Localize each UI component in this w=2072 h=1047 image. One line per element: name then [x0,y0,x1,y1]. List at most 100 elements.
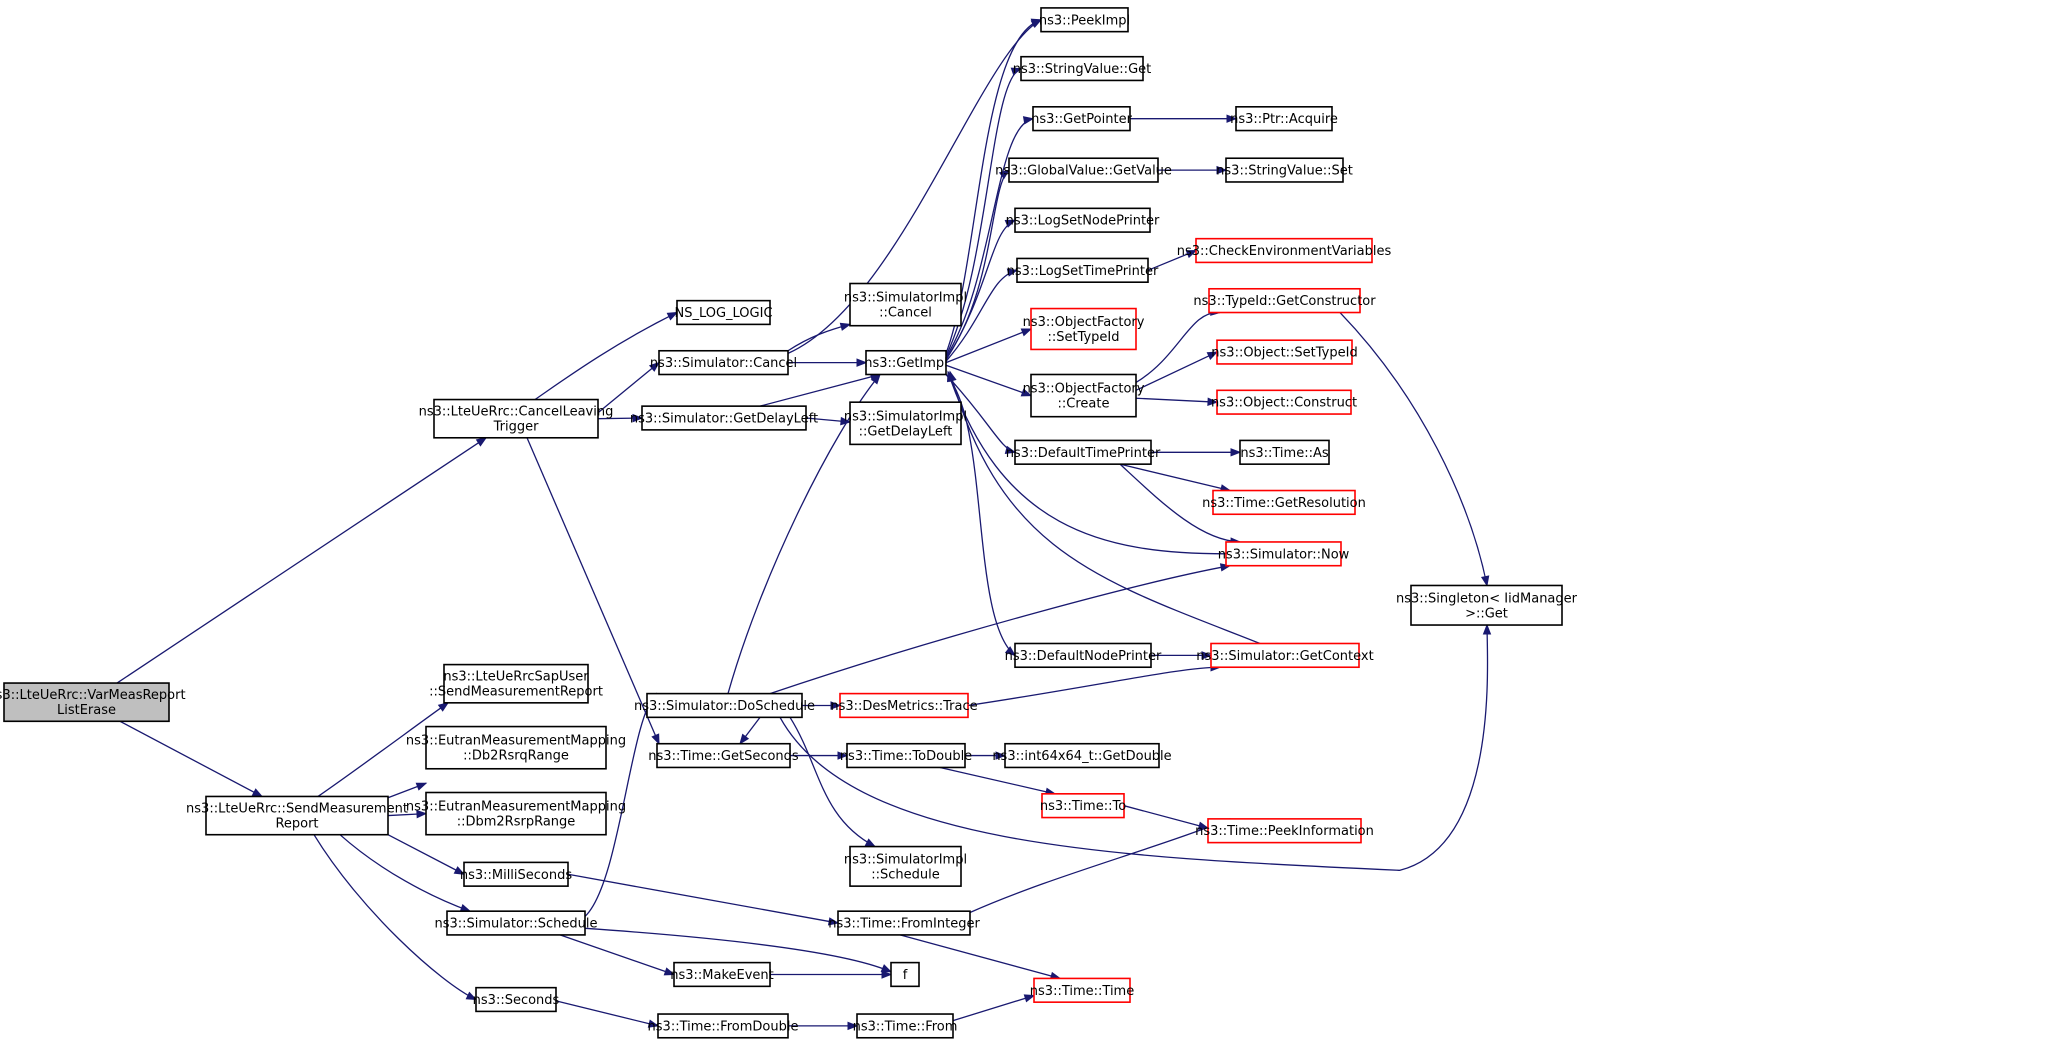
node-getdelayleft[interactable]: ns3::Simulator::GetDelayLeft [630,405,818,431]
edge-cancelleaving-to-getdelayleft [597,413,644,423]
node-lognodeprinter[interactable]: ns3::LogSetNodePrinter [1006,207,1160,233]
node-getconstructor[interactable]: ns3::TypeId::GetConstructor [1193,287,1376,314]
node-frominteger[interactable]: ns3::Time::FromInteger [828,910,980,936]
node-label: ns3::StringValue::Get [1013,62,1151,77]
edge-getdelayleft-to-getimpl [759,372,882,407]
node-ptracquire[interactable]: ns3::Ptr::Acquire [1230,106,1338,132]
node-desmetrics[interactable]: ns3::DesMetrics::Trace [830,692,978,719]
node-implcancel[interactable]: ns3::SimulatorImpl::Cancel [844,282,967,327]
node-timeas[interactable]: ns3::Time::As [1239,439,1330,465]
node-fromdouble[interactable]: ns3::Time::FromDouble [648,1013,799,1039]
node-nslog[interactable]: NS_LOG_LOGIC [674,299,773,326]
node-timegetseconds[interactable]: ns3::Time::GetSeconds [648,742,799,769]
node-label: ListErase [57,703,116,718]
node-db2rsrq[interactable]: ns3::EutranMeasurementMapping::Db2RsrqRa… [406,725,626,770]
node-objsettypeid[interactable]: ns3::Object::SetTypeId [1211,339,1358,365]
node-box [673,961,771,988]
node-label: ::Create [1058,397,1110,412]
node-box [1004,742,1160,769]
node-stringvalueset[interactable]: ns3::StringValue::Set [1216,157,1353,183]
node-box [463,861,569,887]
edge-sendmeas-to-milliseconds [387,834,466,875]
node-simschedule[interactable]: ns3::Simulator::Schedule [434,910,598,936]
edge-getimpl-to-logtimeprinter [945,268,1019,362]
node-simcancel[interactable]: ns3::Simulator::Cancel [650,349,797,376]
node-defaultnodeprinter[interactable]: ns3::DefaultNodePrinter [1005,642,1162,669]
node-checkenv[interactable]: ns3::CheckEnvironmentVariables [1177,237,1392,264]
node-box [443,663,589,704]
edge-from-to-timetime [952,994,1036,1022]
node-implgetdelayleft[interactable]: ns3::SimulatorImpl::GetDelayLeft [844,401,967,446]
node-makeevent[interactable]: ns3::MakeEvent [670,961,774,988]
node-box [1216,339,1353,365]
node-box [1014,207,1151,233]
node-box [1032,106,1131,132]
edge-simcancel-to-getimpl [788,358,868,367]
edge-makeevent-to-f [770,970,893,979]
node-todouble[interactable]: ns3::Time::ToDouble [840,742,972,769]
node-label: ::Db2RsrqRange [463,749,569,764]
node-label: ::SendMeasurementReport [429,685,603,700]
node-objconstruct[interactable]: ns3::Object::Construct [1211,389,1357,415]
node-label: ns3::GetImpl [864,356,948,371]
node-getpointer[interactable]: ns3::GetPointer [1031,106,1133,132]
node-box [446,910,586,936]
edge-defaultnodeprinter-to-getcontext [1151,651,1213,660]
node-label: ns3::ObjectFactory [1023,382,1145,397]
node-getcontext[interactable]: ns3::Simulator::GetContext [1196,642,1374,669]
edge-milliseconds-to-frominteger [567,873,840,926]
node-label: ns3::DefaultNodePrinter [1005,649,1162,664]
node-dbm2rsrp[interactable]: ns3::EutranMeasurementMapping::Dbm2RsrpR… [406,791,626,836]
node-box [849,282,962,327]
node-getresolution[interactable]: ns3::Time::GetResolution [1202,489,1366,516]
node-singleton[interactable]: ns3::Singleton< IidManager>::Get [1396,584,1578,626]
node-defaulttimeprinter[interactable]: ns3::DefaultTimePrinter [1006,439,1161,465]
edge-cancelleaving-to-nslog [534,311,679,401]
node-simnow[interactable]: ns3::Simulator::Now [1218,541,1350,567]
node-stringvalueget[interactable]: ns3::StringValue::Get [1013,55,1151,82]
edge-cancelleaving-to-timegetseconds [526,437,660,745]
node-label: ns3::MakeEvent [670,968,774,983]
node-ofsettypeid[interactable]: ns3::ObjectFactory::SetTypeId [1023,307,1145,351]
node-seconds[interactable]: ns3::Seconds [473,986,560,1013]
node-doschedule[interactable]: ns3::Simulator::DoSchedule [634,692,815,719]
node-box [1030,307,1137,351]
node-sendmeas[interactable]: ns3::LteUeRrc::SendMeasurementReport [186,795,408,836]
node-label: ::Dbm2RsrpRange [457,815,576,830]
node-peekinformation[interactable]: ns3::Time::PeekInformation [1195,818,1374,844]
edge-seconds-to-fromdouble [555,1000,660,1028]
node-label: ns3::Singleton< IidManager [1396,591,1578,606]
node-implschedule[interactable]: ns3::SimulatorImpl::Schedule [844,845,967,887]
edge-ofcreate-to-getconstructor [1135,307,1222,383]
node-f[interactable]: f [890,961,920,988]
node-label: ns3::Time::From [853,1019,958,1034]
node-from[interactable]: ns3::Time::From [853,1013,958,1039]
node-box [1225,157,1344,183]
edge-defaulttimeprinter-to-timeas [1151,448,1242,457]
node-int64getdouble[interactable]: ns3::int64x64_t::GetDouble [992,742,1172,769]
node-label: ns3::Ptr::Acquire [1230,112,1338,127]
node-peekimpl[interactable]: ns3::PeekImpl [1039,7,1130,33]
node-box [1210,642,1360,669]
node-label: >::Get [1465,606,1508,621]
node-sapuser[interactable]: ns3::LteUeRrcSapUser::SendMeasurementRep… [429,663,603,704]
node-label: NS_LOG_LOGIC [674,306,772,321]
node-box [475,986,557,1013]
node-box [837,910,971,936]
node-globalvalue[interactable]: ns3::GlobalValue::GetValue [995,157,1172,183]
node-box [1239,439,1330,465]
node-box [425,725,607,770]
node-logtimeprinter[interactable]: ns3::LogSetTimePrinter [1007,257,1159,283]
node-milliseconds[interactable]: ns3::MilliSeconds [460,861,573,887]
node-label: ns3::SimulatorImpl [844,852,967,867]
node-timeto[interactable]: ns3::Time::To [1040,793,1126,819]
node-label: ns3::Time::ToDouble [840,749,972,764]
node-box [856,1013,954,1039]
edge-timegetseconds-to-todouble [790,751,849,760]
node-ofcreate[interactable]: ns3::ObjectFactory::Create [1023,373,1145,418]
node-timetime[interactable]: ns3::Time::Time [1030,977,1134,1003]
node-getimpl[interactable]: ns3::GetImpl [864,349,948,376]
